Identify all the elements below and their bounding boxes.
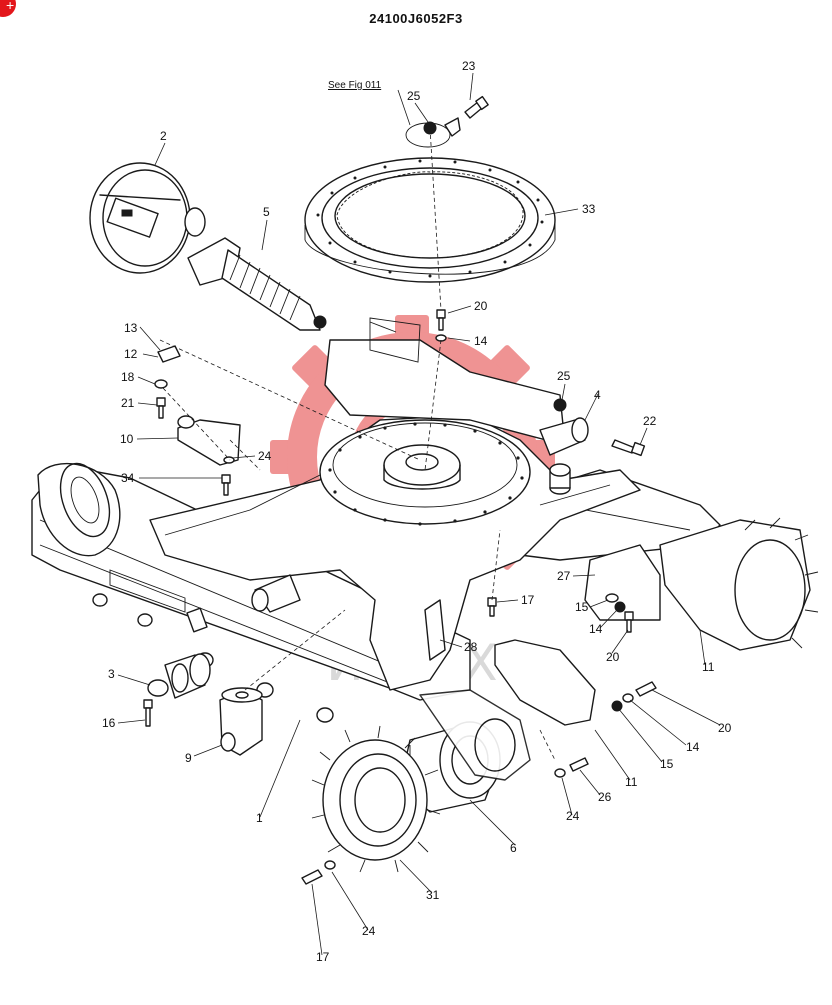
callout-12: 12 xyxy=(124,347,138,361)
callout-14: 14 xyxy=(589,622,603,636)
callout-3: 3 xyxy=(108,667,115,681)
swing-bearing xyxy=(304,157,556,283)
callout-20: 20 xyxy=(474,299,488,313)
callout-17: 17 xyxy=(521,593,535,607)
callout-28: 28 xyxy=(464,640,478,654)
callout-15: 15 xyxy=(660,757,674,771)
corner-badge: + xyxy=(0,0,16,17)
callout-6: 6 xyxy=(510,841,517,855)
fasteners-bottom-right xyxy=(554,681,657,778)
bolt-20-top xyxy=(435,309,447,342)
callout-24: 24 xyxy=(258,449,272,463)
callout-16: 16 xyxy=(102,716,116,730)
callout-10: 10 xyxy=(120,432,134,446)
callout-17: 17 xyxy=(316,950,330,964)
callout-5: 5 xyxy=(263,205,270,219)
callout-13: 13 xyxy=(124,321,138,335)
callout-20: 20 xyxy=(718,721,732,735)
callout-4: 4 xyxy=(594,388,601,402)
sprocket-31 xyxy=(311,725,441,873)
leader-lines xyxy=(117,72,721,956)
callout-11: 11 xyxy=(625,775,638,789)
callout-25: 25 xyxy=(407,89,421,103)
reference-note: See Fig 011 xyxy=(328,80,382,91)
pin-assembly-4 xyxy=(539,398,646,457)
callout-27: 27 xyxy=(557,569,571,583)
callout-20: 20 xyxy=(606,650,620,664)
motor-cover-11 xyxy=(494,639,596,726)
callout-23: 23 xyxy=(462,59,476,73)
callout-11: 11 xyxy=(702,660,715,674)
callout-1: 1 xyxy=(256,811,263,825)
callout-2: 2 xyxy=(160,129,167,143)
bracket-10 xyxy=(177,415,241,496)
fasteners-right xyxy=(487,593,634,633)
callout-15: 15 xyxy=(575,600,589,614)
callout-18: 18 xyxy=(121,370,135,384)
callout-33: 33 xyxy=(582,202,596,216)
track-frame xyxy=(31,317,721,723)
callout-24: 24 xyxy=(566,809,580,823)
callout-24: 24 xyxy=(362,924,376,938)
callout-26: 26 xyxy=(598,790,612,804)
callout-labels: 23 25 2 33 5 20 14 13 12 18 21 25 4 22 1… xyxy=(102,59,732,964)
callout-31: 31 xyxy=(426,888,440,902)
callout-22: 22 xyxy=(643,414,657,428)
callout-34: 34 xyxy=(121,471,135,485)
bolt-17-bottom xyxy=(301,860,336,885)
swivel-joint-9 xyxy=(219,687,263,756)
callout-9: 9 xyxy=(185,751,192,765)
bolt-and-nut-23-25 xyxy=(405,95,489,148)
assembly-lines xyxy=(159,127,556,761)
corner-badge-glyph: + xyxy=(6,0,14,13)
callout-21: 21 xyxy=(121,396,135,410)
callout-14: 14 xyxy=(474,334,488,348)
drawing-number: 24100J6052F3 xyxy=(369,11,462,26)
sprocket-guard-11-right xyxy=(659,517,819,651)
carrier-roller-3 xyxy=(143,653,211,727)
callout-25: 25 xyxy=(557,369,571,383)
callout-14: 14 xyxy=(686,740,700,754)
recoil-spring xyxy=(187,237,327,331)
clamp-parts-left xyxy=(154,345,181,419)
front-idler xyxy=(89,162,206,274)
